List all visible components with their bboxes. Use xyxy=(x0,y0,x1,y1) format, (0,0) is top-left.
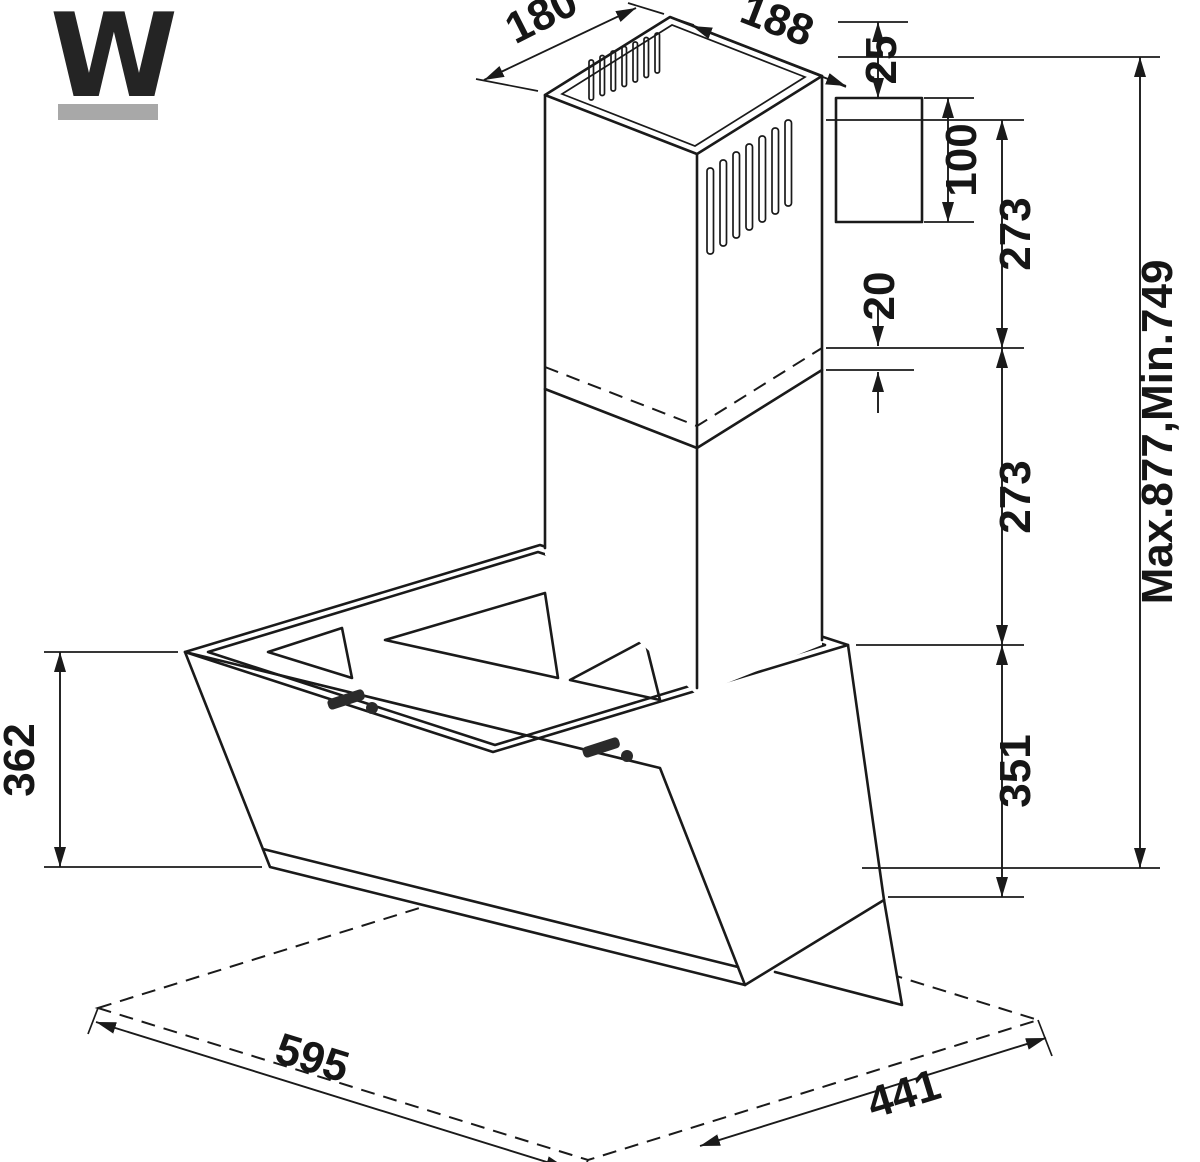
hood-lower-tip xyxy=(773,898,904,1007)
hood-top-frame-inner xyxy=(206,550,827,747)
dim-label-lower-duct: 273 xyxy=(991,460,1040,533)
dim-label-overlap: 20 xyxy=(855,272,904,321)
dim-line-188 xyxy=(691,25,847,87)
dim-label-outlet-height: 100 xyxy=(937,123,986,196)
chimney-section-joint xyxy=(543,368,824,450)
dim-line-595 xyxy=(95,1021,566,1162)
hood-top-cutout-middle xyxy=(383,591,560,680)
brand-underline xyxy=(58,104,158,120)
hinge-left xyxy=(327,689,378,714)
outlet-reference-box xyxy=(834,96,924,224)
dim-label-body-height: 351 xyxy=(991,734,1040,807)
dim-label-width: 595 xyxy=(270,1024,355,1092)
dim-label-upper-duct: 273 xyxy=(991,197,1040,270)
dim-label-front-panel-height: 362 xyxy=(0,723,44,796)
hinge-right xyxy=(582,737,633,762)
hood-side-edge xyxy=(846,643,886,902)
dim-label-outlet-offset: 25 xyxy=(857,36,906,85)
dim-line-180 xyxy=(483,7,637,81)
dimension-labels: 180 188 25 100 273 20 273 351 Max.877,Mi… xyxy=(0,0,1182,1128)
dimension-lines xyxy=(54,7,1146,1162)
dim-label-top-depth: 180 xyxy=(498,0,586,54)
hood-bottom-rim xyxy=(743,898,886,987)
dim-label-overall-height: Max.877,Min.749 xyxy=(1133,260,1182,605)
chimney-vent-slots-face xyxy=(706,119,793,255)
glass-bottom-band xyxy=(261,847,740,969)
chimney-overlap-dashed xyxy=(544,347,823,428)
hood-top-cutout-right xyxy=(568,638,662,702)
brand-letter: W xyxy=(50,0,178,124)
hood-top-cutout-left xyxy=(266,626,354,680)
dim-line-441 xyxy=(699,1037,1047,1147)
brand-logo: W xyxy=(50,0,178,124)
